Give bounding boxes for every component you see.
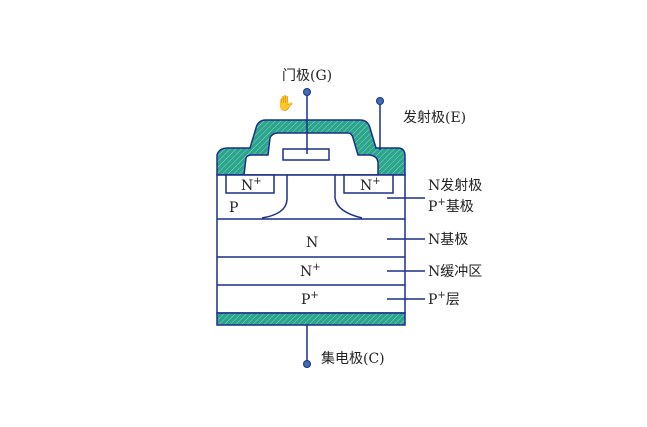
n-plus-right bbox=[343, 174, 394, 194]
n-base-region-label: N bbox=[306, 235, 318, 251]
superscript: + bbox=[437, 197, 445, 208]
p-well-left bbox=[261, 175, 288, 219]
gate-poly bbox=[282, 148, 330, 161]
svg-text:P+层: P+层 bbox=[428, 290, 460, 308]
svg-text:N: N bbox=[306, 235, 318, 251]
p-layer-label-suffix: 层 bbox=[446, 292, 460, 308]
svg-text:N+: N+ bbox=[300, 262, 321, 280]
collector-terminal bbox=[303, 360, 311, 368]
superscript: + bbox=[310, 290, 318, 301]
superscript: + bbox=[437, 290, 445, 301]
p-plus-region-label: P bbox=[301, 292, 310, 308]
gate-label: 门极(G) bbox=[282, 68, 332, 84]
svg-text:N缓冲区: N缓冲区 bbox=[428, 264, 482, 280]
collector-label: 集电极(C) bbox=[321, 350, 385, 367]
n-plus-left-label: N bbox=[241, 178, 253, 194]
n-buffer-label: N缓冲区 bbox=[428, 264, 482, 280]
svg-text:N发射极: N发射极 bbox=[428, 178, 482, 194]
p-base-label-suffix: 基极 bbox=[446, 198, 474, 215]
svg-text:P+基极: P+基极 bbox=[428, 197, 474, 215]
gate-terminal bbox=[303, 88, 311, 96]
emitter-label: 发射极(E) bbox=[403, 110, 466, 126]
svg-text:P+: P+ bbox=[301, 290, 319, 308]
svg-text:门极(G): 门极(G) bbox=[282, 68, 332, 84]
silicon-body bbox=[216, 174, 406, 314]
n-plus-right-label: N bbox=[360, 178, 372, 194]
collector-metal bbox=[216, 312, 406, 326]
n-buffer-region-label: N bbox=[300, 264, 312, 280]
n-emitter-label: N发射极 bbox=[428, 178, 482, 194]
svg-text:N基极: N基极 bbox=[428, 231, 468, 248]
svg-text:N+: N+ bbox=[241, 176, 262, 194]
superscript: + bbox=[372, 176, 380, 187]
p-base-label: P bbox=[428, 199, 437, 215]
emitter-terminal bbox=[376, 97, 384, 105]
p-layer-label: P bbox=[428, 292, 437, 308]
hand-cursor-icon: ✋ bbox=[276, 94, 295, 112]
p-well-right bbox=[334, 175, 363, 219]
p-region-label: P bbox=[229, 200, 238, 216]
superscript: + bbox=[312, 262, 320, 273]
svg-text:集电极(C): 集电极(C) bbox=[321, 350, 385, 367]
svg-text:发射极(E): 发射极(E) bbox=[403, 110, 466, 126]
n-base-label: N基极 bbox=[428, 231, 468, 248]
n-plus-left bbox=[225, 174, 275, 194]
svg-text:N+: N+ bbox=[360, 176, 381, 194]
svg-text:P: P bbox=[229, 200, 238, 216]
superscript: + bbox=[253, 176, 261, 187]
